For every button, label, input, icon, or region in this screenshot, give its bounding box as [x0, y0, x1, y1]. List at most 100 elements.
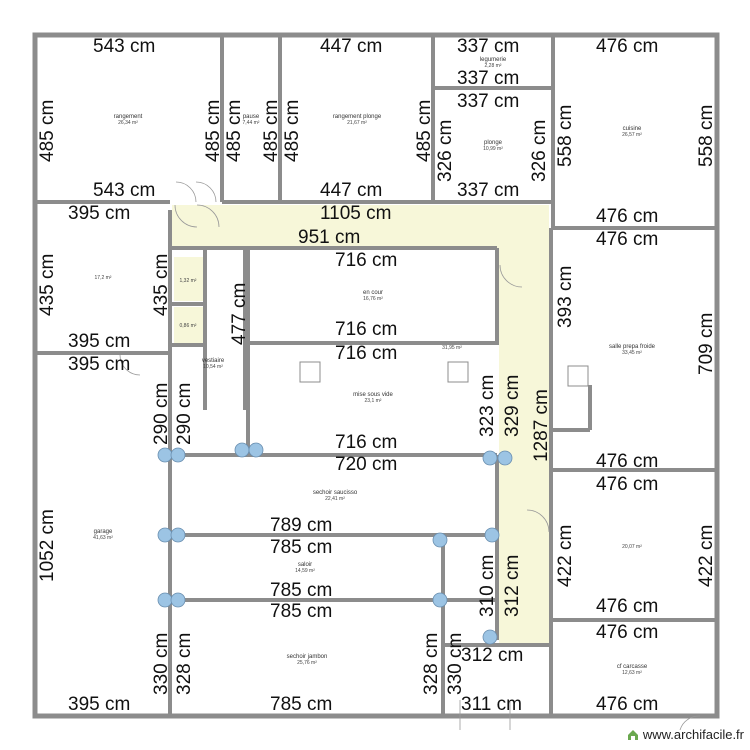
room-name: mise sous vide	[353, 392, 393, 398]
dimension-label: 785 cm	[270, 694, 332, 715]
corridor-highlight	[172, 205, 549, 645]
dimension-label: 543 cm	[93, 180, 155, 201]
room-area: 25,76 m²	[297, 660, 317, 666]
dimension-label: 476 cm	[596, 474, 658, 495]
dimension-label: 395 cm	[68, 694, 130, 715]
dimension-label: 476 cm	[596, 36, 658, 57]
dimension-label: 485 cm	[224, 100, 245, 162]
room-area: 33,45 m²	[622, 350, 642, 356]
small-room-fill-1	[174, 257, 203, 301]
dimension-label: 395 cm	[68, 203, 130, 224]
dimension-label: 1052 cm	[37, 509, 58, 582]
dimension-label: 558 cm	[696, 105, 717, 167]
dimension-label: 951 cm	[298, 227, 360, 248]
dimension-label: 716 cm	[335, 432, 397, 453]
dimension-label: 543 cm	[93, 36, 155, 57]
dimension-label: 716 cm	[335, 250, 397, 271]
dimension-label: 716 cm	[335, 319, 397, 340]
dimension-label: 337 cm	[457, 91, 519, 112]
pillar	[447, 361, 469, 383]
dimension-label: 393 cm	[555, 266, 576, 328]
dimension-label: 485 cm	[261, 100, 282, 162]
room-area: 0,86 m²	[180, 323, 197, 329]
dimension-label: 435 cm	[151, 254, 172, 316]
room-name: cf carcasse	[617, 664, 648, 670]
dimension-label: 326 cm	[435, 120, 456, 182]
dimension-label: 789 cm	[270, 515, 332, 536]
room-name: saloir	[298, 562, 312, 568]
dimension-label: 485 cm	[414, 100, 435, 162]
room-area: 20,07 m²	[622, 544, 642, 550]
dimension-labels-vertical: 485 cm 485 cm 485 cm 485 cm 485 cm 485 c…	[37, 100, 717, 695]
dimension-label: 323 cm	[477, 375, 498, 437]
outer-wall	[32, 32, 720, 719]
room-name: rangement plonge	[333, 114, 382, 120]
dimension-label: 785 cm	[270, 580, 332, 601]
room-area: 10,54 m²	[203, 364, 223, 370]
room-area: 17,2 m²	[95, 275, 112, 281]
small-room-fill-2	[174, 307, 203, 343]
dimension-label: 326 cm	[529, 120, 550, 182]
dimension-label: 476 cm	[596, 229, 658, 250]
dimension-label: 558 cm	[555, 105, 576, 167]
dimension-label: 337 cm	[457, 36, 519, 57]
room-area: 21,67 m²	[347, 120, 367, 126]
room-area: 41,63 m²	[93, 535, 113, 541]
room-name: garage	[94, 529, 113, 535]
dimension-label: 485 cm	[282, 100, 303, 162]
dimension-label: 290 cm	[151, 383, 172, 445]
room-name: salle prepa froide	[609, 344, 656, 350]
room-name: sechoir jambon	[287, 654, 328, 660]
dimension-label: 1287 cm	[531, 389, 552, 462]
dimension-label: 312 cm	[461, 645, 523, 666]
room-name: rangement	[114, 114, 143, 120]
room-area: 2,28 m²	[485, 63, 502, 69]
room-area: 7,44 m²	[243, 120, 260, 126]
dimension-label: 312 cm	[502, 555, 523, 617]
dimension-label: 476 cm	[596, 622, 658, 643]
dimension-label: 716 cm	[335, 343, 397, 364]
dimension-label: 311 cm	[461, 694, 522, 715]
dimension-label: 329 cm	[502, 375, 523, 437]
dimension-label: 720 cm	[335, 454, 397, 475]
room-name: legumerie	[480, 57, 507, 63]
dimension-label: 709 cm	[696, 313, 717, 375]
dimension-label: 476 cm	[596, 206, 658, 227]
room-area: 26,57 m²	[622, 132, 642, 138]
dimension-label: 395 cm	[68, 331, 130, 352]
room-name: sechoir saucisso	[313, 490, 358, 496]
room-area: 23,1 m²	[365, 398, 382, 404]
room-area: 10,99 m²	[483, 146, 503, 152]
room-area: 31,95 m²	[442, 345, 462, 351]
dimension-label: 485 cm	[37, 100, 58, 162]
doors	[119, 181, 701, 731]
dimension-label: 337 cm	[457, 68, 519, 89]
room-area: 22,41 m²	[325, 496, 345, 502]
dimension-label: 435 cm	[37, 254, 58, 316]
dimension-label: 290 cm	[174, 383, 195, 445]
pillar	[567, 365, 589, 387]
dimension-label: 310 cm	[477, 555, 498, 617]
pillar	[299, 361, 321, 383]
dimension-label: 1105 cm	[320, 203, 391, 224]
dimension-label: 476 cm	[596, 694, 658, 715]
dimension-labels-horizontal: 543 cm 447 cm 337 cm 476 cm 337 cm 337 c…	[68, 36, 658, 715]
dimension-label: 330 cm	[445, 633, 466, 695]
dimension-label: 337 cm	[457, 180, 519, 201]
room-labels: rangement 26,34 m² pause 7,44 m² rangeme…	[93, 57, 656, 676]
dimension-label: 422 cm	[555, 525, 576, 587]
room-area: 12,63 m²	[622, 670, 642, 676]
room-name: en cour	[363, 290, 383, 296]
room-name: cuisine	[623, 126, 642, 132]
dimension-label: 395 cm	[68, 354, 130, 375]
dimension-label: 328 cm	[421, 633, 442, 695]
watermark: www.archifacile.fr	[626, 727, 744, 742]
room-area: 14,59 m²	[295, 568, 315, 574]
watermark-text[interactable]: www.archifacile.fr	[642, 727, 744, 742]
room-name: vestiaire	[202, 358, 225, 364]
dimension-label: 330 cm	[151, 633, 172, 695]
room-name: pause	[243, 114, 260, 120]
room-area: 16,76 m²	[363, 296, 383, 302]
dimension-label: 785 cm	[270, 601, 332, 622]
